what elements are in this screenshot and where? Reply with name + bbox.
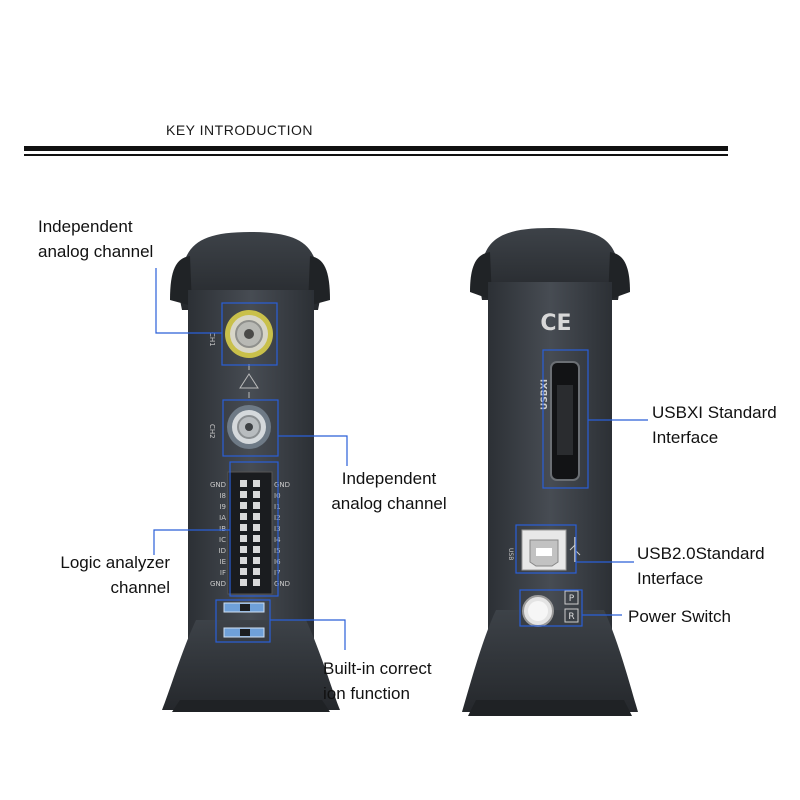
logic-pin [240,557,247,564]
label-correction-line2: ion function [323,684,410,703]
logic-pin-label: I7 [274,569,281,577]
logic-pin [240,568,247,575]
heading-rule-thin [24,154,728,156]
leader-ch2 [278,435,348,466]
label-usb2: USB2.0Standard Interface [637,541,765,591]
logic-pin [253,568,260,575]
label-correction-line1: Built-in correct [323,659,432,678]
label-analog-ch1-line1: Independent [38,217,133,236]
leader-logic [153,529,230,555]
logic-pin [253,535,260,542]
logic-pin [253,557,260,564]
logic-pin [253,491,260,498]
label-analog-ch1-line2: analog channel [38,242,154,261]
logic-pin [240,535,247,542]
callout-box-usbxi [542,349,589,489]
callout-box-ch2 [222,399,279,457]
label-analog-ch2: Independent analog channel [314,466,464,516]
callout-box-ch1 [221,302,278,366]
label-usb2-line1: USB2.0Standard [637,544,765,563]
leader-correction [270,619,346,650]
logic-pin [253,579,260,586]
label-usb2-line2: Interface [637,569,704,588]
label-logic: Logic analyzer channel [40,550,170,600]
label-power: Power Switch [628,607,731,626]
logic-pin-label: GND [210,481,226,489]
label-usbxi-line2: Interface [652,428,719,447]
logic-pin [240,524,247,531]
ce-mark: CE [540,311,571,336]
callouts [153,268,648,650]
label-logic-line2: channel [110,578,170,597]
logic-pin-label: I2 [274,514,281,522]
switch-p-mark: P [569,594,575,604]
label-correction: Built-in correct ion function [323,656,432,706]
logic-pin [253,524,260,531]
logic-pin [253,513,260,520]
usbxi-mark: USBXI [540,379,550,410]
back-device: CE USBXI USB P R [462,228,638,716]
label-logic-line1: Logic analyzer [60,553,170,572]
logic-pin-label: I8 [219,492,226,500]
label-usbxi: USBXI Standard Interface [652,400,777,450]
logic-connector-pins [240,480,260,586]
logic-pin-label: IF [220,569,226,577]
label-analog-ch1: Independent analog channel [38,214,153,264]
logic-pin [253,502,260,509]
label-usbxi-line1: USBXI Standard [652,403,777,422]
callout-box-usb2 [515,524,577,574]
logic-pin-label: GND [274,481,290,489]
logic-pin [240,579,247,586]
logic-pin-label: I0 [274,492,281,500]
logic-pin-label: IB [219,525,226,533]
logic-pin [240,491,247,498]
logic-pin-label: IA [219,514,226,522]
logic-pin-label: I3 [274,525,281,533]
ch1-mark: CH1 [208,332,216,347]
logic-pin-label: IE [220,558,227,566]
heading-rule-thick [24,146,728,151]
logic-pin [240,480,247,487]
logic-pin-label: I5 [274,547,281,555]
label-analog-ch2-line2: analog channel [331,494,447,513]
logic-pin [253,480,260,487]
logic-pin-label: I1 [274,503,281,511]
logic-pin-label: I9 [219,503,226,511]
usb-mark: USB [507,548,514,560]
logic-pin [240,513,247,520]
section-heading: KEY INTRODUCTION [166,122,313,138]
logic-pin-label: GND [274,580,290,588]
switch-r-mark: R [568,612,574,622]
logic-pin-label: ID [219,547,226,555]
ch2-mark: CH2 [208,424,216,439]
leader-ch1 [155,268,222,334]
logic-pin [240,502,247,509]
label-analog-ch2-line1: Independent [341,469,437,488]
logic-pin-label: GND [210,580,226,588]
logic-pin [253,546,260,553]
callout-box-correction [215,599,271,643]
logic-pin [240,546,247,553]
callout-box-power [519,589,583,627]
callout-box-logic [229,461,279,597]
logic-pin-label: IC [219,536,226,544]
